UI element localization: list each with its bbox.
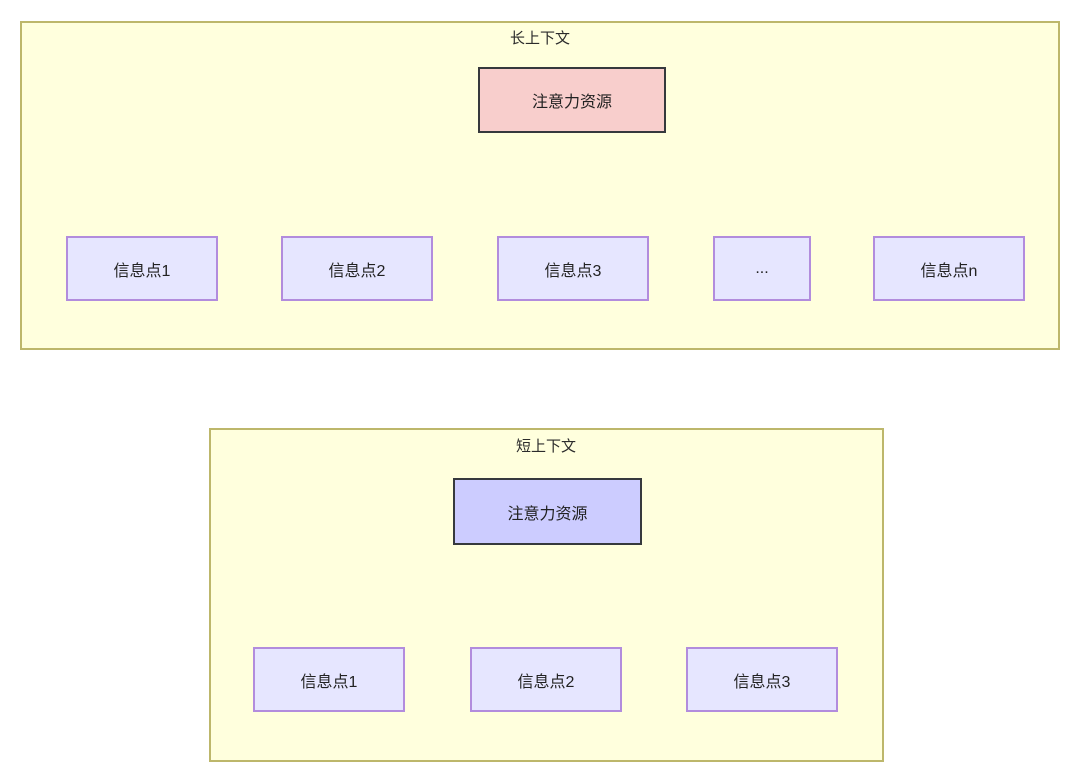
node-info-point-long-context-2[interactable]: 信息点2 (281, 236, 433, 301)
node-info-point-short-context-3[interactable]: 信息点3 (686, 647, 838, 712)
panel-title-long-context: 长上下文 (509, 30, 570, 47)
node-info-point-long-context-1[interactable]: 信息点1 (66, 236, 218, 301)
node-info-point-long-context-3[interactable]: 信息点3 (497, 236, 649, 301)
node-attention-resource-short-context[interactable]: 注意力资源 (453, 478, 642, 545)
node-info-point-long-context-5[interactable]: 信息点n (873, 236, 1025, 301)
node-info-point-long-context-4[interactable]: ... (713, 236, 811, 301)
node-attention-resource-long-context[interactable]: 注意力资源 (478, 67, 666, 133)
node-info-point-short-context-1[interactable]: 信息点1 (253, 647, 405, 712)
panel-title-short-context: 短上下文 (515, 438, 576, 455)
node-info-point-short-context-2[interactable]: 信息点2 (470, 647, 622, 712)
